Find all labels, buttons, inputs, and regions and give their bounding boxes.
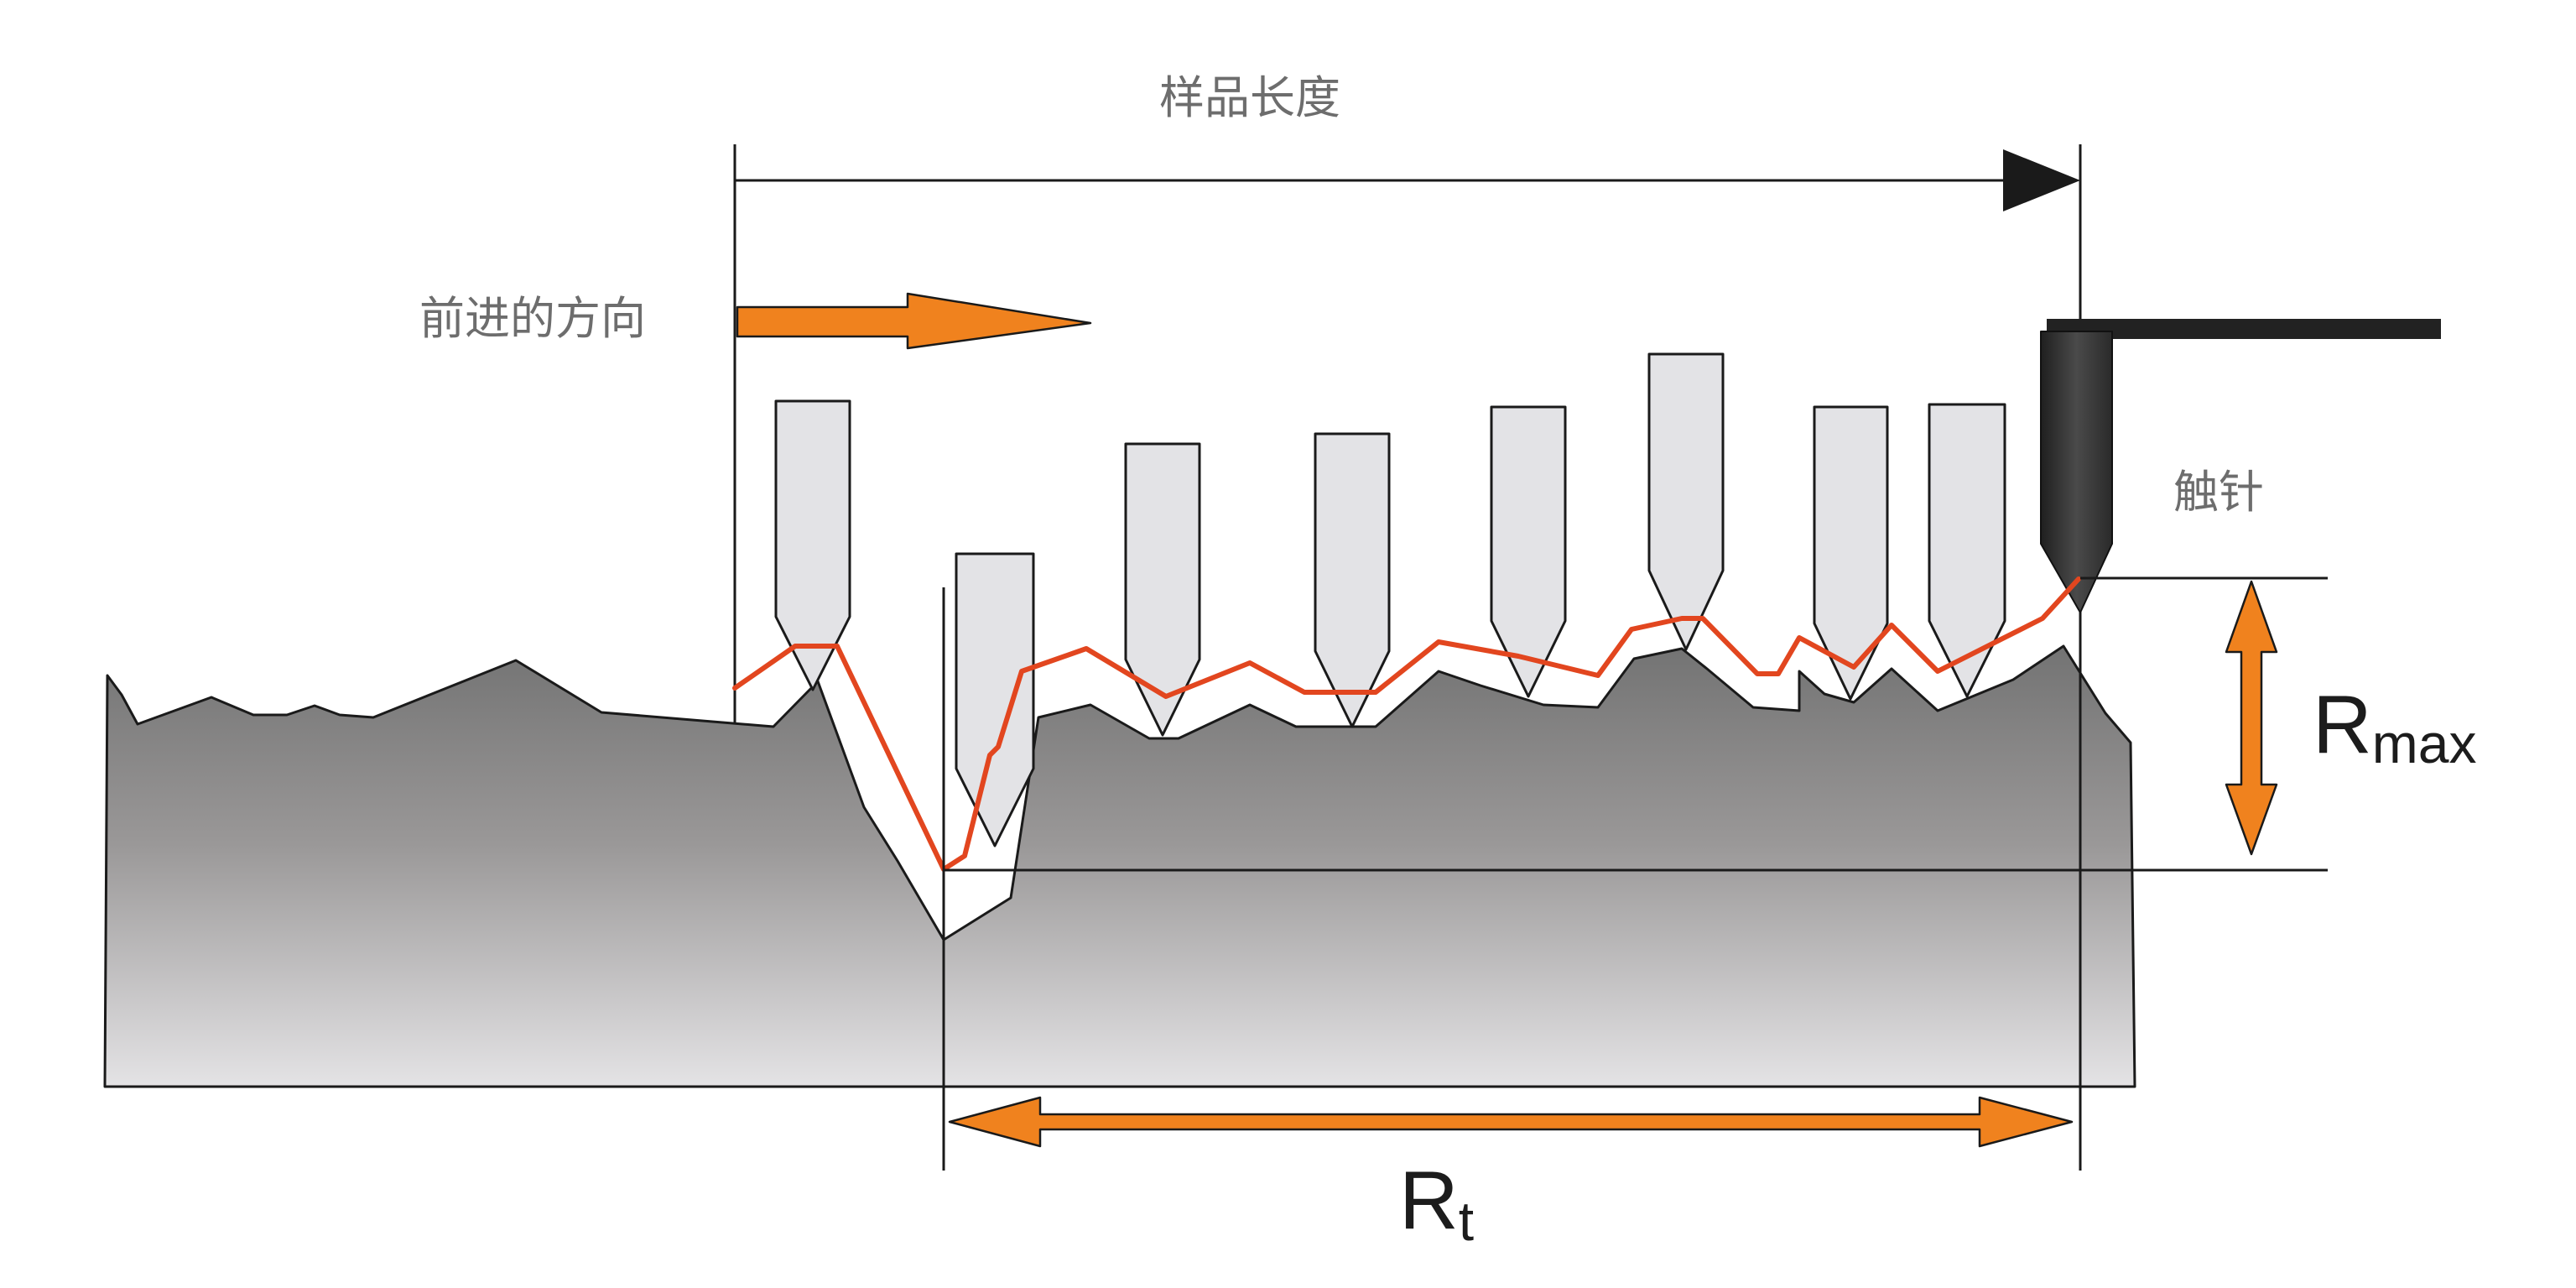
rmax-label-subscript: max — [2372, 712, 2477, 774]
direction-label: 前进的方向 — [419, 292, 646, 345]
stylus-position-2 — [955, 552, 1035, 847]
rmax-label-main: R — [2313, 678, 2372, 770]
stylus-label: 触针 — [2173, 466, 2264, 519]
rt-label-main: R — [1399, 1154, 1459, 1246]
rmax-label: Rmax — [2313, 678, 2476, 774]
sample-length-label: 样品长度 — [1159, 71, 1340, 124]
stylus-position-6 — [1647, 352, 1725, 651]
stylus-icon — [2040, 331, 2113, 613]
black-arrowhead-icon — [2003, 149, 2080, 211]
orange-double-horizontal-arrow-icon — [948, 1096, 2074, 1148]
stylus-position-1 — [774, 399, 851, 691]
rt-label-subscript: t — [1459, 1190, 1474, 1252]
stylus-position-4 — [1314, 432, 1391, 728]
stylus-position-8 — [1928, 403, 2006, 698]
stylus-position-7 — [1813, 405, 1889, 701]
orange-right-arrow-icon — [736, 292, 1092, 350]
orange-double-vertical-arrow-icon — [2225, 580, 2278, 856]
profile-trace — [732, 576, 2081, 872]
stylus-position-5 — [1490, 405, 1567, 698]
rt-label: Rt — [1399, 1154, 1474, 1252]
stylus-position-3 — [1124, 442, 1201, 737]
rough-surface — [103, 644, 2136, 1088]
